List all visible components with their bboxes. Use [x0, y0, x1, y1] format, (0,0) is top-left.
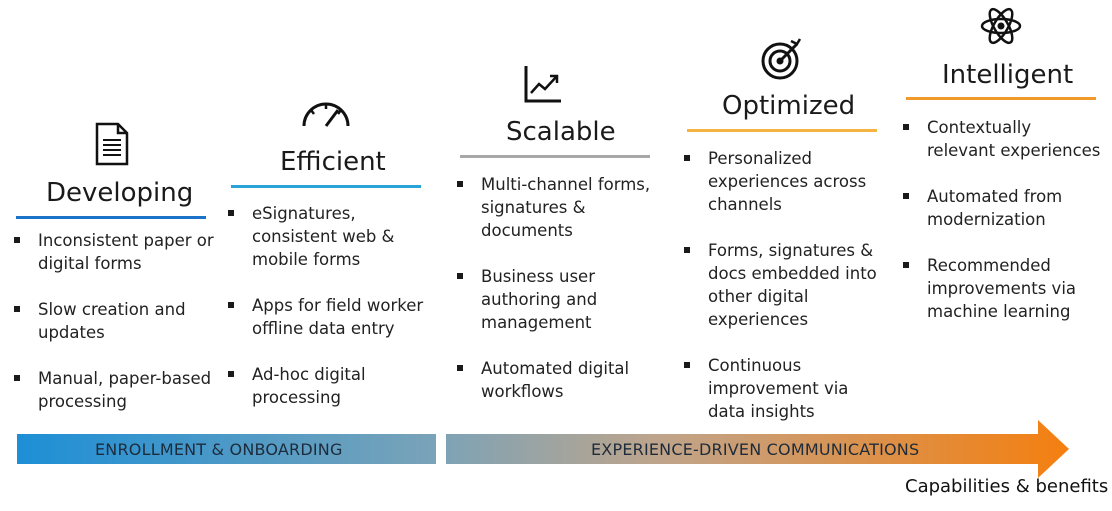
- stage-bullets: Multi-channel forms, signatures & docume…: [455, 173, 675, 426]
- bullet-item: Forms, signatures & docs embedded into o…: [682, 239, 882, 331]
- speedometer-icon: [302, 102, 350, 127]
- enrollment-bar: [17, 434, 436, 464]
- stage-title: Scalable: [506, 117, 616, 147]
- stage-bullets: Personalized experiences across channels…: [682, 147, 882, 446]
- stage-underline: [687, 129, 877, 132]
- communications-bar-label: EXPERIENCE-DRIVEN COMMUNICATIONS: [591, 440, 920, 459]
- stage-title: Developing: [46, 178, 194, 208]
- bullet-item: Manual, paper-based processing: [12, 367, 217, 413]
- bullet-item: Automated from modernization: [901, 185, 1101, 231]
- stage-underline: [231, 185, 421, 188]
- stage-underline: [16, 216, 206, 219]
- stage-title: Efficient: [280, 147, 386, 177]
- growth-chart-icon: [524, 66, 561, 103]
- target-icon: [761, 38, 802, 80]
- bullet-item: Contextually relevant experiences: [901, 116, 1101, 162]
- bullet-item: Continuous improvement via data insights: [682, 354, 882, 423]
- bullet-item: Recommended improvements via machine lea…: [901, 254, 1101, 323]
- bullet-item: Slow creation and updates: [12, 298, 217, 344]
- stage-bullets: Inconsistent paper or digital forms Slow…: [12, 229, 217, 436]
- bullet-item: Apps for field worker offline data entry: [226, 294, 426, 340]
- bullet-item: Personalized experiences across channels: [682, 147, 882, 216]
- stage-bullets: eSignatures, consistent web & mobile for…: [226, 202, 426, 432]
- atom-icon: [980, 7, 1022, 45]
- bullet-item: Automated digital workflows: [455, 357, 675, 403]
- enrollment-bar-label: ENROLLMENT & ONBOARDING: [95, 440, 343, 459]
- stage-title: Intelligent: [942, 60, 1074, 90]
- communications-arrow: [446, 420, 1069, 478]
- document-icon: [95, 122, 129, 166]
- capabilities-caption: Capabilities & benefits: [905, 476, 1109, 497]
- bullet-item: Ad-hoc digital processing: [226, 363, 426, 409]
- bullet-item: Business user authoring and management: [455, 265, 675, 334]
- bullet-item: eSignatures, consistent web & mobile for…: [226, 202, 426, 271]
- stage-underline: [460, 155, 650, 158]
- stage-bullets: Contextually relevant experiences Automa…: [901, 116, 1101, 346]
- bullet-item: Inconsistent paper or digital forms: [12, 229, 217, 275]
- bullet-item: Multi-channel forms, signatures & docume…: [455, 173, 675, 242]
- stage-underline: [906, 97, 1096, 100]
- stage-title: Optimized: [722, 91, 856, 121]
